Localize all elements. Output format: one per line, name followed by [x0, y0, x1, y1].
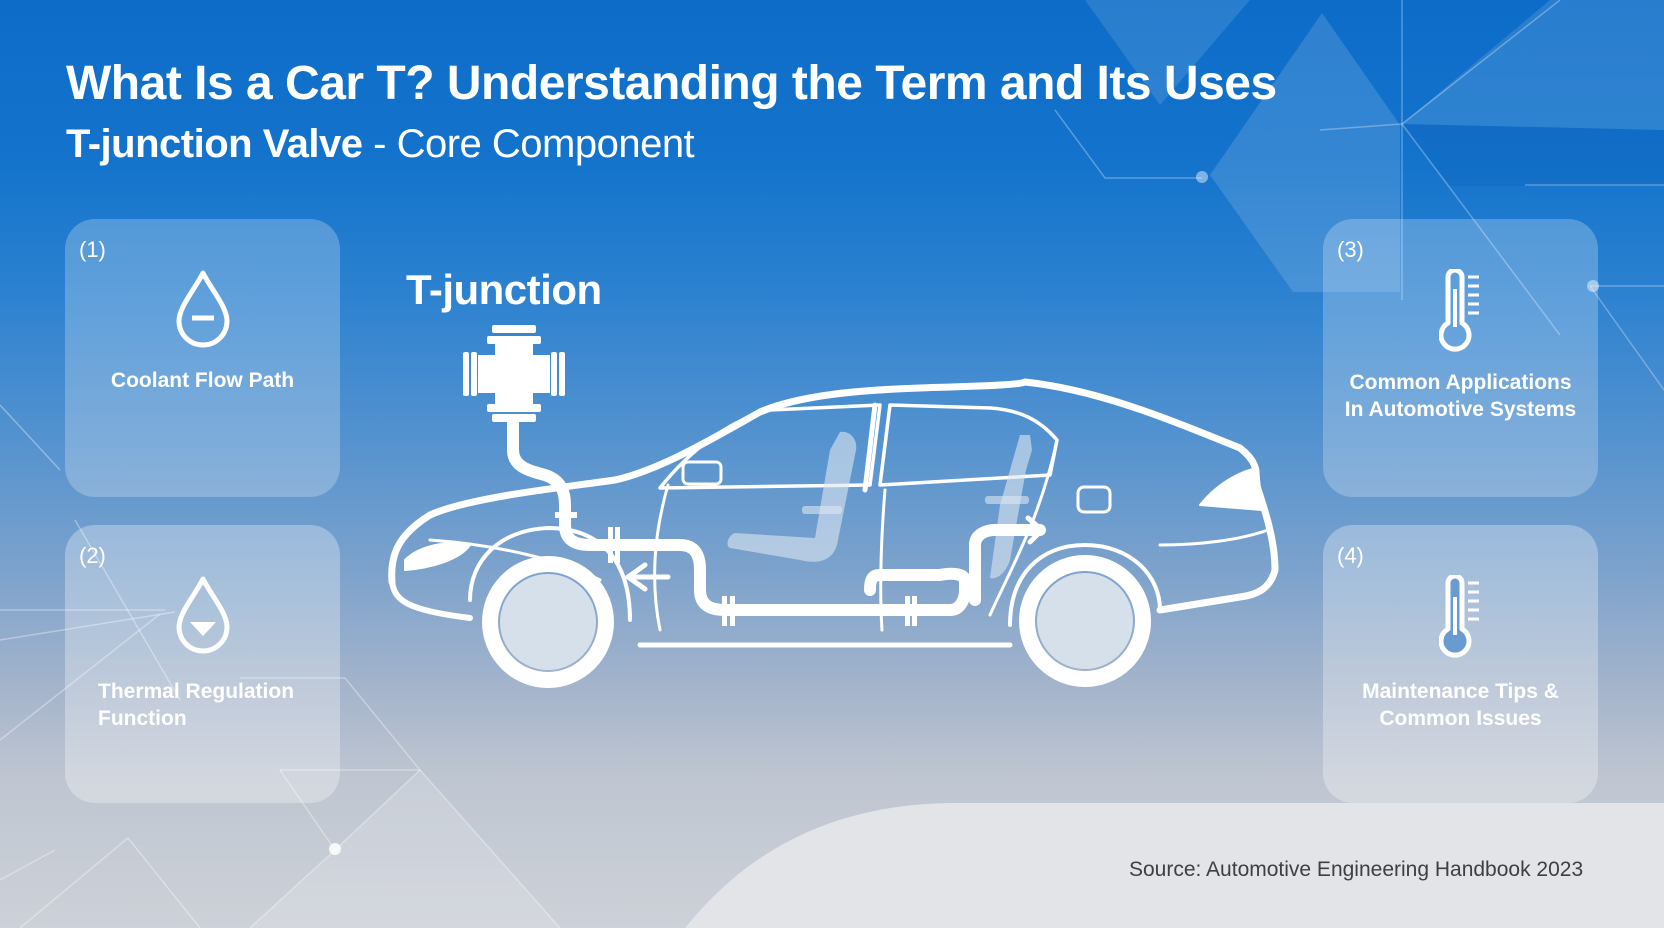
page-title: What Is a Car T? Understanding the Term …	[66, 57, 1277, 110]
card-number: (4)	[1337, 543, 1364, 568]
card-label-line2: Common Issues	[1379, 707, 1542, 730]
subtitle-separator: -	[362, 122, 397, 166]
page-subtitle: T-junction Valve - Core Component	[66, 122, 695, 167]
t-junction-label: T-junction	[406, 266, 602, 313]
card-thermal-regulation: (2) Thermal Regulation Function	[65, 525, 340, 803]
card-label: Common Applications In Automotive System…	[1323, 369, 1598, 423]
card-label-line1: Common Applications	[1349, 371, 1572, 394]
card-label: Maintenance Tips & Common Issues	[1323, 678, 1598, 732]
thermometer-filled-icon	[1438, 573, 1483, 664]
card-label: Coolant Flow Path	[110, 369, 295, 392]
card-maintenance-tips: (4) Maintenance Tips & Common Issues	[1323, 525, 1598, 803]
subtitle-strong: T-junction Valve	[66, 122, 363, 166]
droplet-down-icon	[175, 575, 231, 660]
card-common-applications: (3) Common Applications In Automotive Sy…	[1323, 219, 1598, 497]
card-number: (3)	[1337, 237, 1364, 262]
card-coolant-flow-path: (1) Coolant Flow Path	[65, 219, 340, 497]
flow-arrow-left-icon	[625, 562, 671, 592]
card-label-line2: In Automotive Systems	[1344, 398, 1577, 421]
card-label-line1: Thermal Regulation	[98, 680, 295, 703]
card-number: (2)	[79, 543, 106, 568]
card-label-line1: Maintenance Tips &	[1362, 680, 1559, 703]
card-label-line2: Function	[98, 707, 187, 730]
car-diagram	[388, 325, 1279, 688]
droplet-minus-icon	[175, 269, 231, 354]
t-junction-valve-icon	[463, 325, 565, 422]
source-citation: Source: Automotive Engineering Handbook …	[1129, 858, 1584, 881]
subtitle-light: Core Component	[396, 122, 695, 166]
card-label: Thermal Regulation Function	[65, 678, 340, 732]
flow-arrow-right-icon	[1025, 515, 1045, 545]
card-number: (1)	[79, 237, 106, 262]
thermometer-icon	[1438, 267, 1483, 358]
